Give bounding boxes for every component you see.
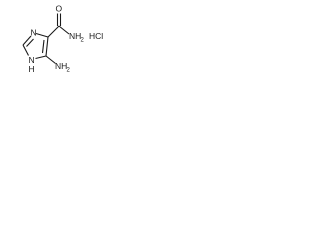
bond-c4-carbonyl	[47, 25, 60, 38]
bond-c5-c4-double	[41, 39, 45, 54]
atom-amino-nh: NH	[55, 61, 67, 71]
salt-label: HCl	[89, 31, 103, 41]
atom-n1: N	[29, 55, 35, 65]
bond-n3-c2	[22, 35, 32, 46]
atom-amino-nh-subscript: 2	[67, 68, 71, 74]
atom-carbonyl-oxygen: O	[56, 4, 63, 14]
bond-n1-c5	[35, 55, 47, 60]
bond-carbonyl-n	[58, 25, 70, 35]
bond-c5-c4	[45, 36, 49, 57]
bond-c4-n3	[35, 32, 49, 38]
bond-n3-c2-double	[26, 38, 34, 47]
bond-c5-amino	[45, 55, 56, 64]
atom-amide-nh: NH	[69, 31, 81, 41]
atom-amide-nh-subscript: 2	[81, 38, 85, 44]
bond-c2-n1	[22, 44, 29, 56]
atom-n3: N	[31, 28, 37, 38]
atom-n1-hydrogen: H	[29, 64, 35, 74]
chemical-structure-diagram: N N H O NH 2 NH 2 HCl	[22, 4, 103, 74]
